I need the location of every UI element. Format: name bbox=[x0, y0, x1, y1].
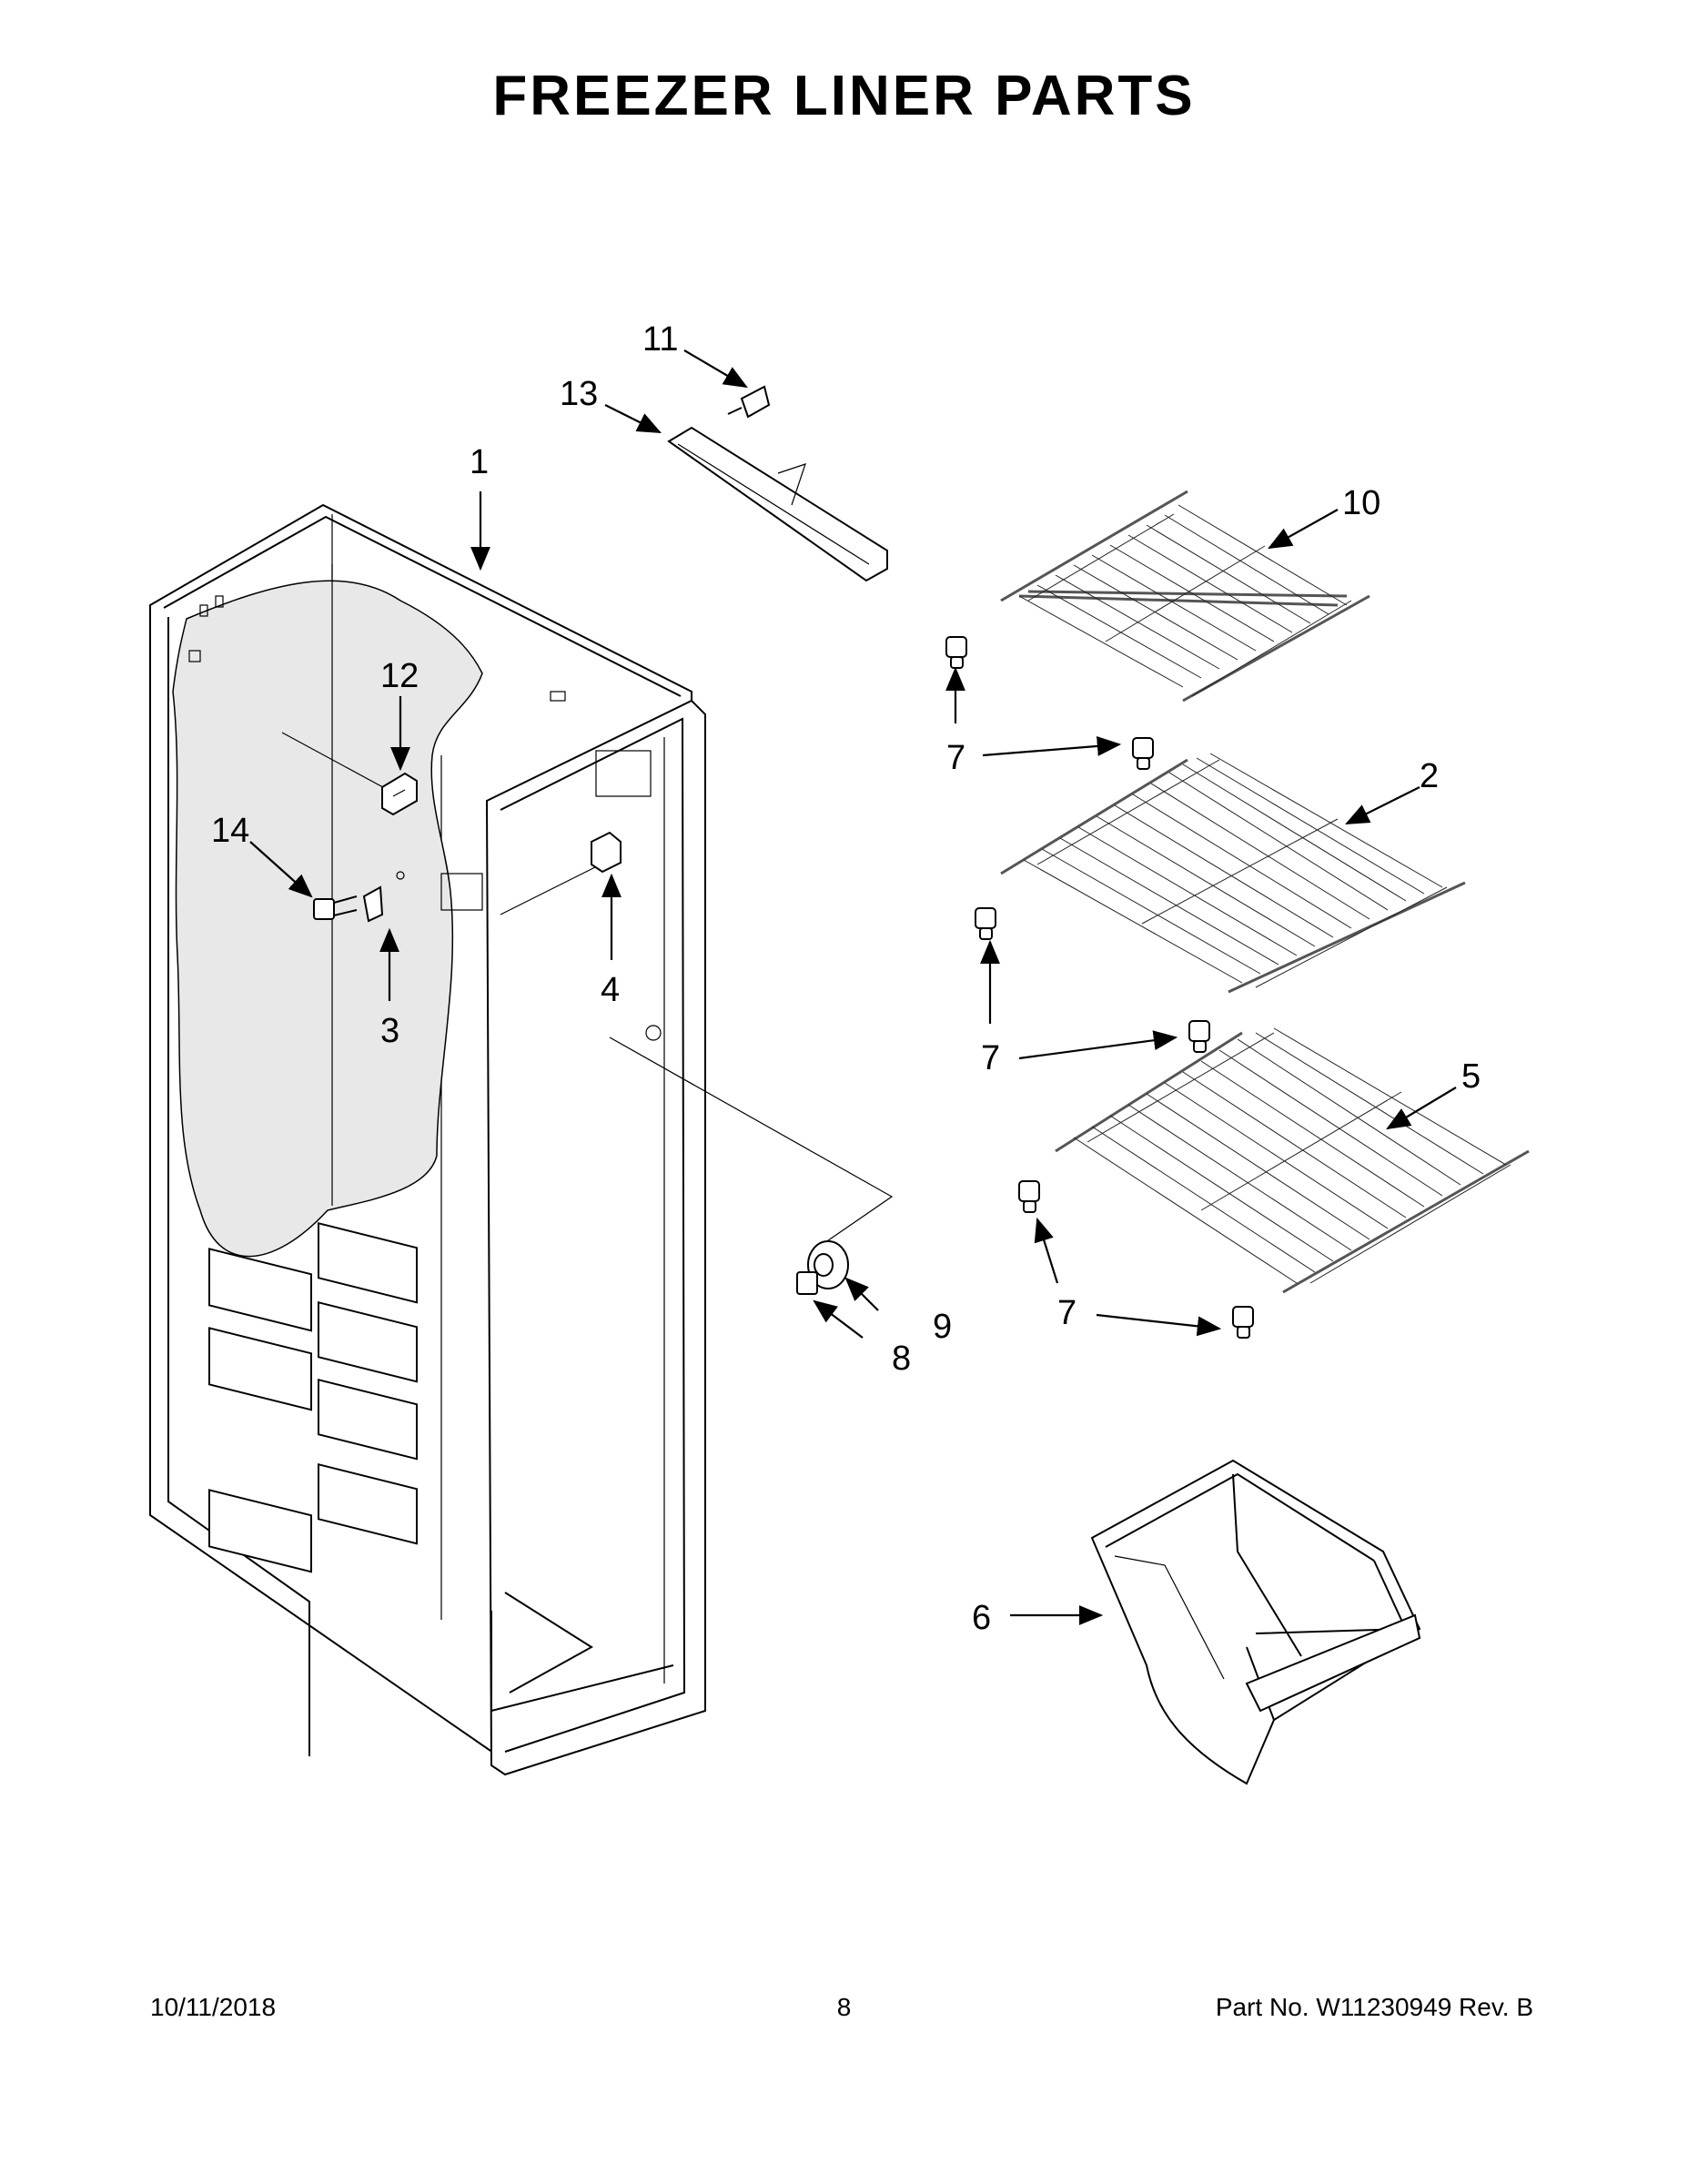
callout-1: 1 bbox=[470, 443, 489, 481]
callout-9: 9 bbox=[933, 1308, 952, 1346]
part-8-9-fastener bbox=[796, 1240, 849, 1295]
wire-shelf-2 bbox=[1000, 753, 1466, 994]
callout-12: 12 bbox=[380, 657, 419, 695]
part-11-13-bracket bbox=[667, 385, 888, 582]
callout-7-c: 7 bbox=[1057, 1294, 1076, 1332]
part-4-bracket bbox=[591, 831, 622, 874]
callout-arrows bbox=[249, 349, 1457, 1625]
callout-4: 4 bbox=[601, 971, 620, 1009]
callout-11: 11 bbox=[642, 320, 678, 359]
footer-part-number: Part No. W11230949 Rev. B bbox=[1215, 1993, 1533, 2021]
shelf-support-7 bbox=[945, 636, 1254, 1339]
callout-8: 8 bbox=[892, 1340, 911, 1378]
part-14-screw bbox=[313, 895, 358, 920]
callout-7-a: 7 bbox=[946, 739, 965, 777]
page-title: FREEZER LINER PARTS bbox=[492, 65, 1196, 127]
callout-labels: 1 10 11 13 12 14 3 4 7 2 7 5 7 9 8 6 bbox=[211, 320, 1481, 1637]
callout-3: 3 bbox=[380, 1012, 399, 1050]
callout-14: 14 bbox=[211, 812, 249, 850]
freezer-liner bbox=[149, 503, 894, 1776]
wire-shelf-10 bbox=[1000, 490, 1370, 703]
part-3-clip bbox=[362, 871, 405, 923]
footer-date: 10/11/2018 bbox=[150, 1993, 277, 2021]
callout-13: 13 bbox=[560, 375, 598, 413]
callout-2: 2 bbox=[1420, 757, 1439, 795]
part-12-bracket bbox=[381, 772, 418, 816]
callout-6: 6 bbox=[972, 1599, 991, 1637]
footer-page-number: 8 bbox=[836, 1993, 852, 2021]
crisper-bin bbox=[1090, 1459, 1421, 1785]
wire-shelf-5 bbox=[1055, 1027, 1530, 1294]
callout-5: 5 bbox=[1461, 1057, 1481, 1096]
callout-10: 10 bbox=[1342, 484, 1380, 522]
callout-7-b: 7 bbox=[981, 1039, 1000, 1077]
